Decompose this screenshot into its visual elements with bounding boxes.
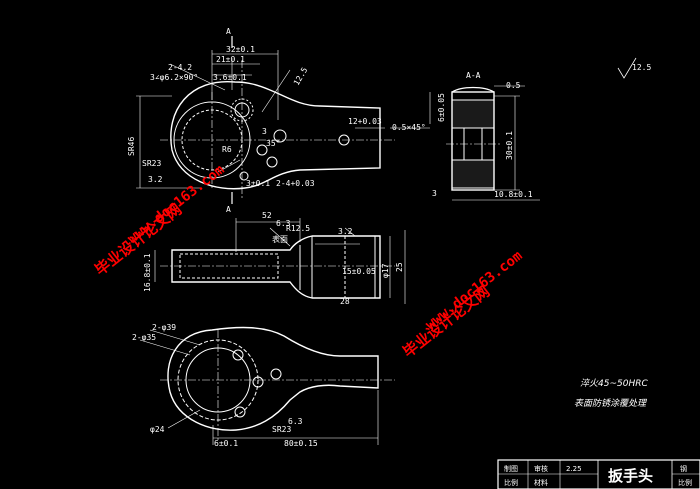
title-label-review: 审核 xyxy=(534,464,548,473)
dim-surface: 表面 xyxy=(272,234,288,244)
dim-2-phi-35: 2-φ35 xyxy=(132,333,156,342)
watermark-right-url: www.doc163.com xyxy=(423,248,526,333)
top-view xyxy=(136,36,430,204)
dim-r12-5: R12.5 xyxy=(286,224,310,233)
dim-chamfer: 0.5×45° xyxy=(392,123,426,132)
note-surface: 表面防锈涂覆处理 xyxy=(574,398,648,409)
title-label-drawn: 制图 xyxy=(504,464,518,473)
title-scale-value: 2.25 xyxy=(566,465,582,473)
title-block: 制图 审核 比例 材料 2.25 扳手头 钢 比例 xyxy=(504,464,692,487)
dim-10-8: 10.8±0.1 xyxy=(494,190,533,199)
notes: 12.5 淬火45~50HRC 表面防锈涂覆处理 xyxy=(574,63,651,409)
front-view xyxy=(154,218,406,304)
top-view-labels: A A 32±0.1 21±0.1 2-4.2 3.6±0.1 3∠φ6.2×9… xyxy=(127,27,426,214)
section-mark-top: A xyxy=(226,27,231,36)
dim-sr23: SR23 xyxy=(142,159,161,168)
rough-6-3: 6.3 xyxy=(276,219,291,228)
bottom-view xyxy=(139,326,395,445)
dim-r6: R6 xyxy=(222,145,232,154)
dim-16-8: 16.8±0.1 xyxy=(143,253,152,292)
dim-6-bottom: 6±0.1 xyxy=(214,439,238,448)
rough-6-3-bottom: 6.3 xyxy=(288,417,303,426)
dim-30: 30±0.1 xyxy=(505,131,514,160)
section-view-aa xyxy=(429,85,540,201)
rough-3-2-front: 3.2 xyxy=(338,227,353,236)
dim-21: 21±0.1 xyxy=(216,55,245,64)
watermark-right: 毕业设计论文网 www.doc163.com xyxy=(399,248,525,361)
roughness-value: 12.5 xyxy=(632,63,651,72)
dim-phi-17: φ17 xyxy=(381,263,390,278)
dim-32: 32±0.1 xyxy=(226,45,255,54)
dim-2-phi-39: 2-φ39 xyxy=(152,323,176,332)
title-label-scale: 比例 xyxy=(504,478,518,487)
dim-3-6: 3.6±0.1 xyxy=(213,73,247,82)
note-hardening: 淬火45~50HRC xyxy=(580,378,648,389)
dim-phi-24: φ24 xyxy=(150,425,165,434)
dim-25: 25 xyxy=(395,262,404,272)
section-label: A-A xyxy=(466,71,481,80)
dim-15: 15±0.05 xyxy=(342,267,376,276)
rough-3-2: 3.2 xyxy=(148,175,163,184)
dim-3-section: 3 xyxy=(432,189,437,198)
dim-80: 80±0.15 xyxy=(284,439,318,448)
dim-3: 3 xyxy=(262,127,267,136)
title-material: 钢 xyxy=(680,464,687,473)
dim-tol-12: 12+0.03 xyxy=(348,117,382,126)
dim-sr46: SR46 xyxy=(127,137,136,156)
dim-tol-2-4: 2-4+0.03 xyxy=(276,179,315,188)
title-page: 比例 xyxy=(678,478,692,487)
drawing-title: 扳手头 xyxy=(608,467,653,485)
dim-0-5: 0.5 xyxy=(506,81,521,90)
dim-6: 6±0.05 xyxy=(437,93,446,122)
rough-12-5: 12.5 xyxy=(292,66,310,87)
dim-35-deg: 35° xyxy=(266,139,280,148)
bottom-view-labels: 2-φ39 2-φ35 φ24 SR23 80±0.15 6±0.1 6.3 xyxy=(132,323,318,448)
title-label-material: 材料 xyxy=(534,478,548,487)
dim-28: 28 xyxy=(340,297,350,306)
dim-2-4-2: 2-4.2 xyxy=(168,63,192,72)
dim-countersink: 3∠φ6.2×90° xyxy=(150,73,198,82)
section-view-labels: A-A 0.5 6±0.05 30±0.1 10.8±0.1 3 xyxy=(432,71,533,199)
title-block-frame xyxy=(497,459,700,489)
dim-sr23-bottom: SR23 xyxy=(272,425,291,434)
section-mark-bottom: A xyxy=(226,205,231,214)
front-view-labels: 52 R12.5 表面 6.3 3.2 16.8±0.1 15±0.05 φ17… xyxy=(143,211,404,306)
dim-52: 52 xyxy=(262,211,272,220)
dim-tol-3: 3±0.1 xyxy=(246,179,270,188)
